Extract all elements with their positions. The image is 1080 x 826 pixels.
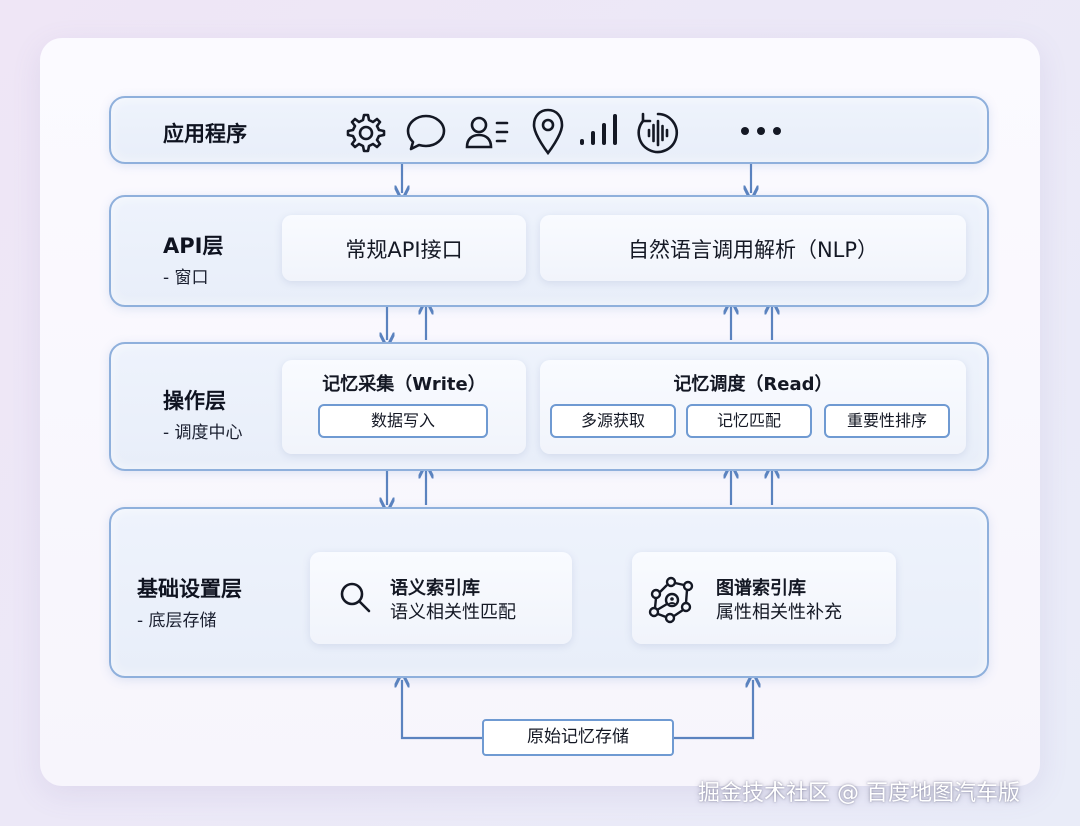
operation-layer-title: 操作层 (163, 389, 226, 413)
operation-layer-subtitle: - 调度中心 (163, 423, 243, 443)
importance-sort-chip[interactable]: 重要性排序 (824, 404, 950, 438)
operation-layer: 操作层 - 调度中心 记忆采集（Write） 数据写入 记忆调度（Read） 多… (109, 342, 989, 471)
audio-wave-icon (637, 112, 678, 154)
memory-read-panel: 记忆调度（Read） 多源获取 记忆匹配 重要性排序 (540, 360, 966, 454)
arrow-storage-to-infra-left (402, 680, 483, 740)
arrow-storage-to-infra-right (674, 680, 753, 740)
chat-bubble-icon (406, 114, 446, 151)
signal-bars-icon (580, 114, 617, 145)
api-layer-subtitle: - 窗口 (163, 268, 209, 288)
more-dots-icon[interactable] (738, 124, 788, 138)
api-layer-title: API层 (163, 234, 224, 258)
nlp-label: 自然语言调用解析（NLP） (627, 238, 879, 262)
gear-icon (346, 113, 386, 153)
infrastructure-layer: 基础设置层 - 底层存储 语义索引库 语义相关性匹配 (109, 507, 989, 678)
memory-write-panel: 记忆采集（Write） 数据写入 (282, 360, 526, 454)
memory-read-title: 记忆调度（Read） (673, 374, 833, 395)
search-icon (340, 582, 371, 613)
semantic-index-title: 语义索引库 (390, 578, 480, 599)
graph-index-title: 图谱索引库 (716, 578, 806, 599)
location-pin-icon (532, 108, 564, 156)
semantic-index-panel[interactable]: 语义索引库 语义相关性匹配 (310, 552, 572, 644)
contacts-icon (465, 116, 509, 149)
infrastructure-layer-subtitle: - 底层存储 (137, 611, 217, 631)
infrastructure-layer-title: 基础设置层 (137, 577, 242, 601)
nlp-panel[interactable]: 自然语言调用解析（NLP） (540, 215, 966, 281)
api-layer: API层 - 窗口 常规API接口 自然语言调用解析（NLP） (109, 195, 989, 307)
memory-write-title: 记忆采集（Write） (322, 374, 486, 395)
memory-match-chip[interactable]: 记忆匹配 (686, 404, 812, 438)
graph-network-icon (648, 576, 694, 624)
data-write-chip[interactable]: 数据写入 (318, 404, 488, 438)
regular-api-panel[interactable]: 常规API接口 (282, 215, 526, 281)
graph-index-panel[interactable]: 图谱索引库 属性相关性补充 (632, 552, 896, 644)
semantic-index-desc: 语义相关性匹配 (390, 602, 516, 623)
application-layer-title: 应用程序 (163, 122, 247, 146)
regular-api-label: 常规API接口 (345, 238, 463, 262)
application-layer: 应用程序 (109, 96, 989, 164)
graph-index-desc: 属性相关性补充 (716, 602, 842, 623)
watermark: 掘金技术社区 @ 百度地图汽车版 (698, 781, 1020, 806)
multi-source-fetch-chip[interactable]: 多源获取 (550, 404, 676, 438)
raw-memory-storage[interactable]: 原始记忆存储 (482, 719, 674, 756)
